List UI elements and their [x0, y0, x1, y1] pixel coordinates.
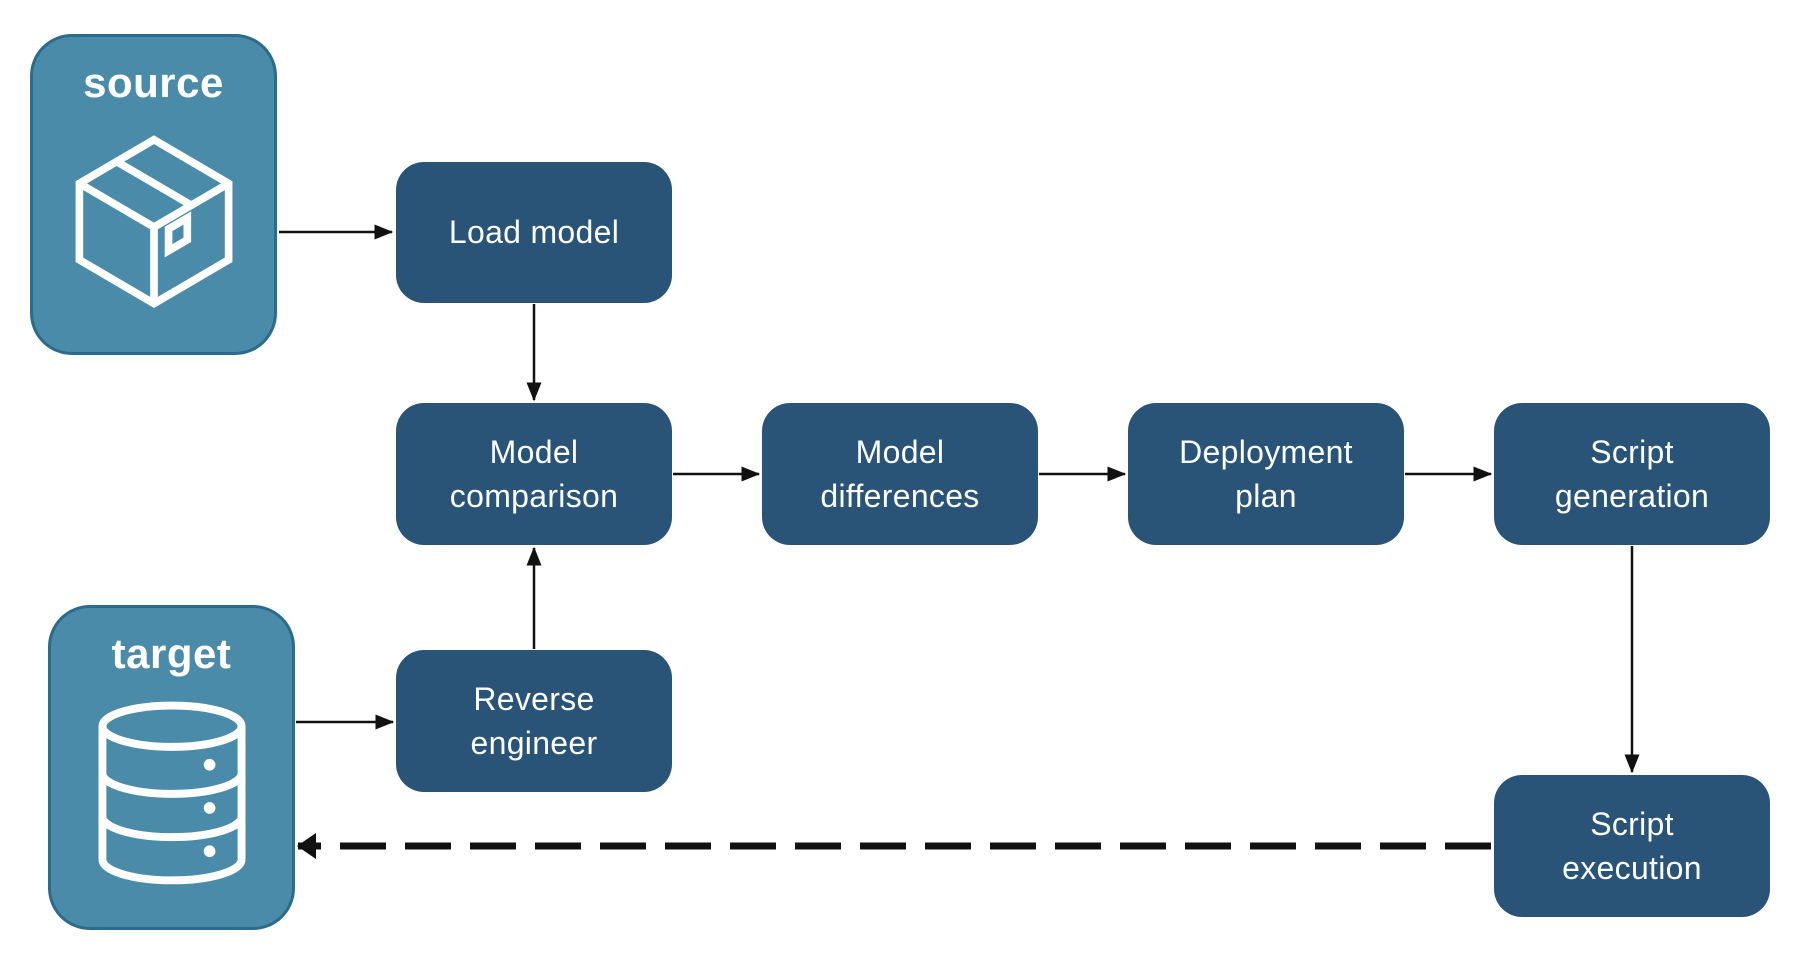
entity-source: source: [30, 34, 277, 355]
node-deployment-plan: Deployment plan: [1128, 403, 1404, 545]
node-model-differences-label: Model differences: [820, 433, 980, 514]
node-load-model: Load model: [396, 162, 672, 303]
node-script-generation: Script generation: [1494, 403, 1770, 545]
node-script-execution-label: Script execution: [1562, 805, 1702, 886]
node-reverse-engineer: Reverse engineer: [396, 650, 672, 792]
node-model-differences: Model differences: [762, 403, 1038, 545]
node-script-execution: Script execution: [1494, 775, 1770, 917]
node-deployment-plan-label: Deployment plan: [1179, 433, 1353, 514]
node-reverse-engineer-label: Reverse engineer: [470, 680, 598, 761]
node-model-comparison: Model comparison: [396, 403, 672, 545]
package-icon: [63, 127, 245, 309]
entity-source-label: source: [83, 59, 224, 106]
node-load-model-label: Load model: [448, 214, 620, 251]
entity-target: target: [48, 605, 295, 930]
entity-target-label: target: [111, 630, 232, 677]
node-script-generation-label: Script generation: [1554, 433, 1710, 514]
database-icon: [78, 698, 266, 886]
node-model-comparison-label: Model comparison: [449, 433, 619, 514]
